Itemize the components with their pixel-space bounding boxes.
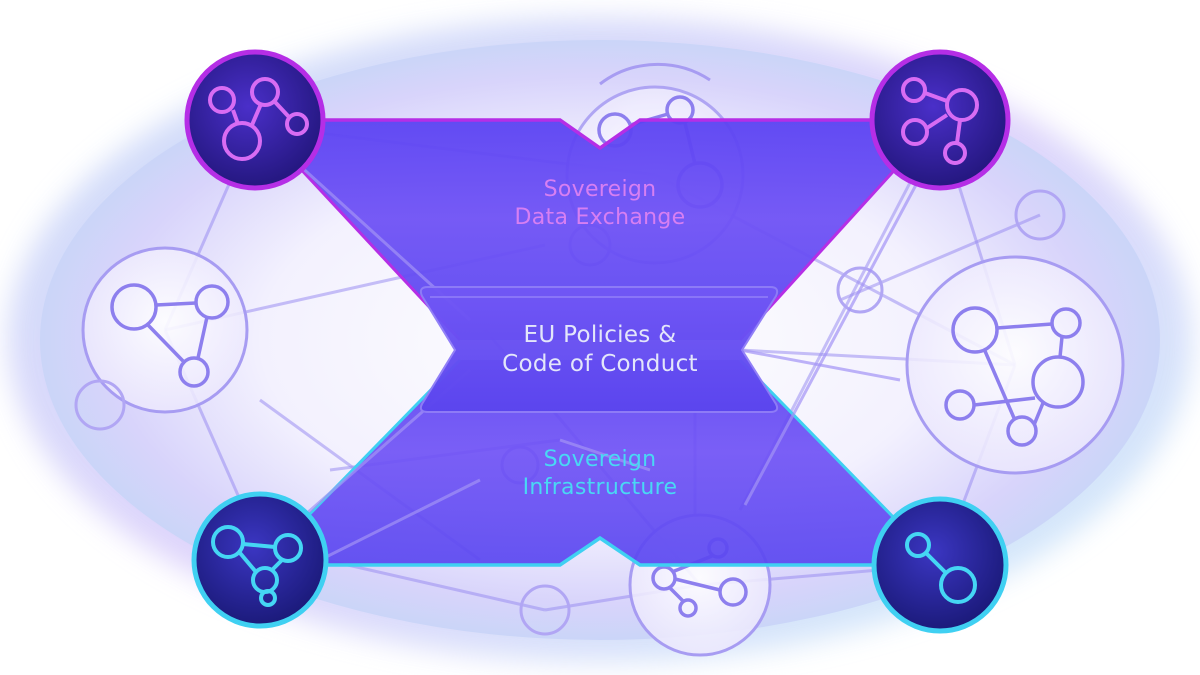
network-node-icon — [211, 525, 303, 607]
bottom-label-line-1: Sovereign — [543, 447, 657, 472]
network-node-icon — [944, 306, 1085, 447]
sovereign-data-exchange-label: Sovereign Data Exchange — [440, 176, 760, 231]
network-node-icon — [905, 532, 977, 604]
center-label-line-2: Code of Conduct — [502, 350, 698, 377]
corner-node-top-right — [869, 49, 1011, 191]
corner-node-top-left — [184, 49, 326, 191]
center-label-line-1: EU Policies & — [523, 322, 677, 348]
network-node-icon — [208, 77, 309, 161]
infrastructure-band-outline — [260, 535, 940, 567]
network-node-icon — [110, 283, 230, 388]
network-node-icon — [901, 77, 979, 165]
background-node-left — [81, 246, 249, 414]
background-node-right — [905, 255, 1125, 475]
top-label-line-2: Data Exchange — [514, 204, 686, 230]
bottom-label-line-2: Infrastructure — [522, 474, 678, 500]
data-exchange-band-outline — [255, 118, 940, 151]
eu-policies-band — [419, 286, 779, 413]
corner-node-bottom-left — [191, 491, 329, 629]
corner-node-bottom-right — [871, 496, 1009, 634]
data-exchange-band — [255, 120, 940, 340]
top-label-line-1: Sovereign — [543, 177, 657, 202]
sovereign-infrastructure-label: Sovereign Infrastructure — [440, 446, 760, 501]
eu-policies-label: EU Policies & Code of Conduct — [440, 321, 760, 379]
